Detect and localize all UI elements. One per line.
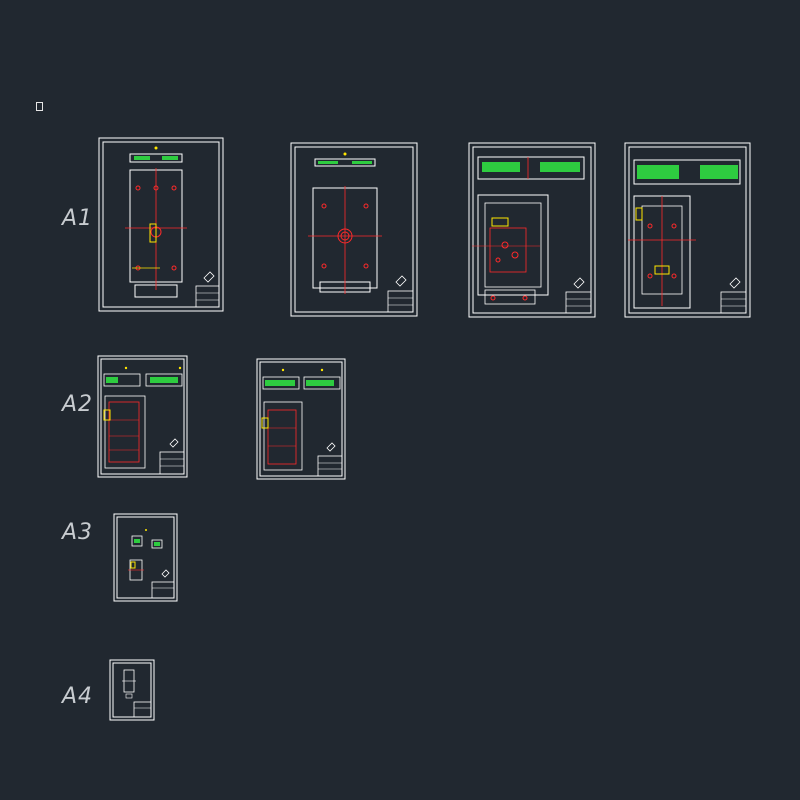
sheet-a2-1[interactable]	[97, 355, 188, 478]
row-label-a1: A1	[62, 206, 94, 231]
ucs-cursor-icon	[36, 102, 43, 111]
sheet-a1-1[interactable]	[98, 137, 224, 312]
sheet-a3-1[interactable]	[113, 513, 178, 602]
sheet-a1-3[interactable]	[468, 142, 596, 318]
sheet-a4-1[interactable]	[109, 659, 155, 721]
sheet-a1-4[interactable]	[624, 142, 751, 318]
row-label-a2: A2	[62, 392, 94, 417]
sheet-a1-2[interactable]	[290, 142, 418, 317]
row-label-a4: A4	[62, 684, 94, 709]
row-label-a3: A3	[62, 520, 94, 545]
sheet-a2-2[interactable]	[256, 358, 346, 480]
